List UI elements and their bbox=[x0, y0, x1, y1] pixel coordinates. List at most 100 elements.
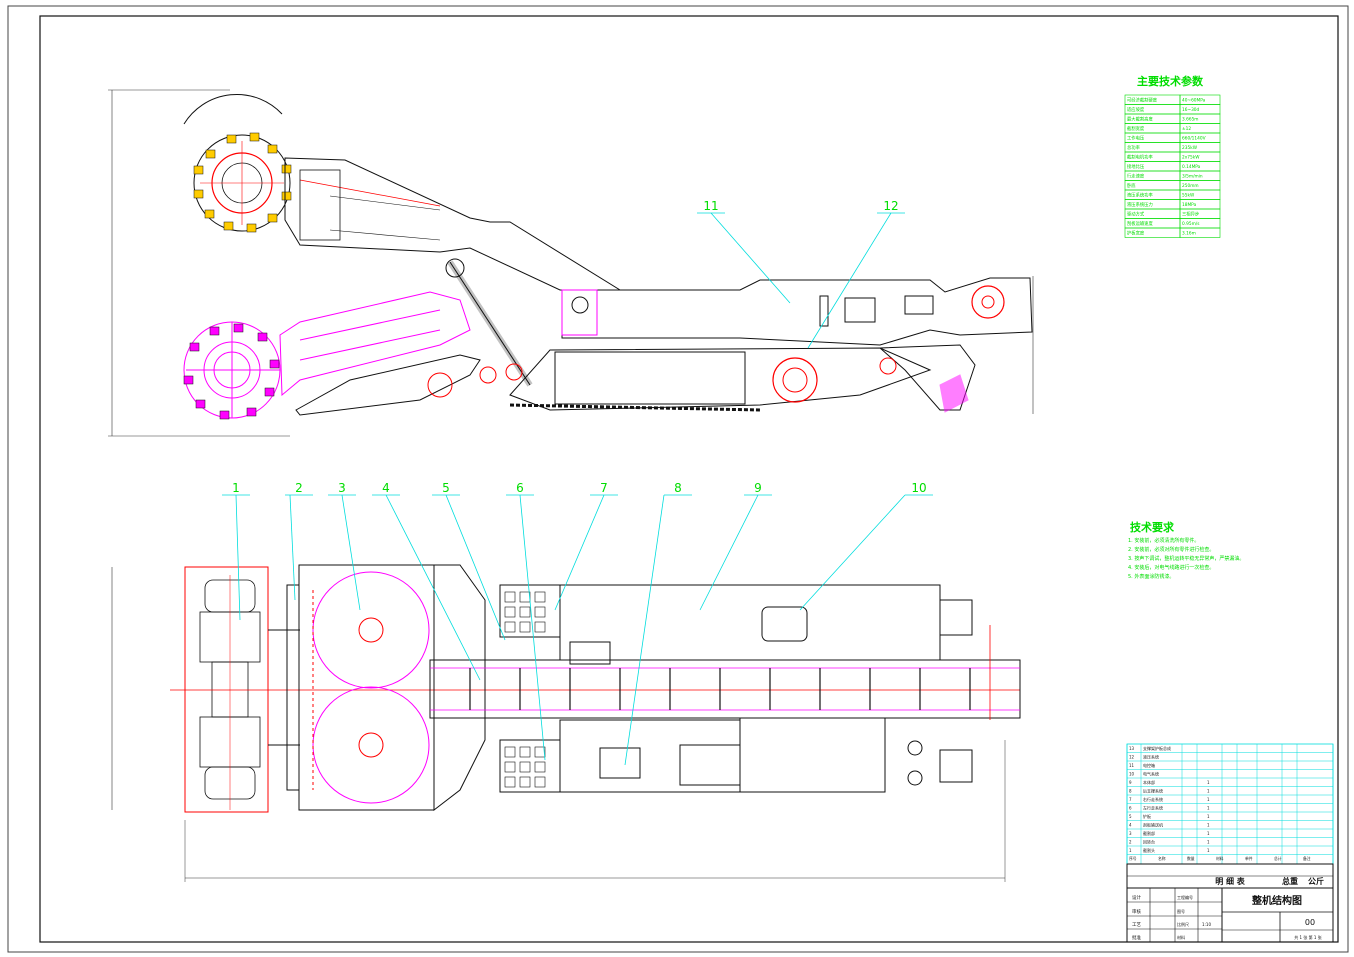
tech-req-item-3: 3. 按声下调试，整机运转平稳无异常声，严禁漏油。 bbox=[1128, 555, 1244, 562]
bom-qty: 1 bbox=[1207, 789, 1210, 794]
bom-qty: 1 bbox=[1207, 814, 1210, 819]
param-value: 235kW bbox=[1182, 145, 1198, 151]
param-name: 总功率 bbox=[1127, 144, 1141, 151]
param-name: 可经济截割硬度 bbox=[1127, 97, 1158, 104]
callout-6: 6 bbox=[516, 481, 524, 495]
callout-5: 5 bbox=[442, 481, 450, 495]
bom-index: 3 bbox=[1129, 831, 1132, 836]
param-name: 截割电机功率 bbox=[1127, 154, 1153, 161]
bom-qty: 1 bbox=[1207, 780, 1210, 785]
callout-leaders bbox=[222, 212, 933, 766]
bom-name: 后支撑系统 bbox=[1143, 788, 1163, 794]
tech-req-item-2: 2. 安装前，必须对所有零件进行检查。 bbox=[1128, 546, 1214, 553]
unit-label: 公斤 bbox=[1308, 876, 1324, 886]
callout-1: 1 bbox=[232, 481, 240, 495]
list-title: 明 细 表 bbox=[1215, 876, 1246, 886]
tech-req-item-4: 4. 安装后，对电气线路进行一次检查。 bbox=[1128, 564, 1214, 571]
param-value: 16~30d bbox=[1182, 107, 1200, 113]
bom-header-cell: 数量 bbox=[1187, 856, 1195, 861]
bom-index: 4 bbox=[1129, 823, 1132, 828]
title-block: 明 细 表 总重 公斤 整机结构图 00 共 1 张 第 1 张 设计 审核 工… bbox=[1126, 863, 1334, 943]
field-scale: 比例尺 bbox=[1177, 921, 1189, 927]
role-review: 审核 bbox=[1132, 908, 1141, 915]
bom-index: 2 bbox=[1129, 840, 1132, 845]
role-process: 工艺 bbox=[1132, 922, 1141, 928]
field-project: 工程编号 bbox=[1177, 894, 1193, 900]
param-value: ±12 bbox=[1182, 126, 1191, 132]
bom-name: 铲板 bbox=[1143, 813, 1151, 819]
param-value: 3.16m bbox=[1182, 231, 1196, 237]
callout-11: 11 bbox=[703, 199, 718, 213]
bom-index: 13 bbox=[1129, 746, 1135, 751]
bom-name: 截割头 bbox=[1143, 847, 1155, 853]
bom-index: 8 bbox=[1129, 789, 1132, 794]
bom-qty: 1 bbox=[1207, 806, 1210, 811]
param-value: 40~60MPa bbox=[1182, 98, 1206, 104]
param-value: 18MPa bbox=[1182, 202, 1197, 208]
bom-header-cell: 名称 bbox=[1158, 856, 1166, 861]
scale-value: 1:10 bbox=[1202, 922, 1211, 927]
bom-qty: 1 bbox=[1207, 840, 1210, 845]
plan-view bbox=[111, 564, 1021, 882]
bom-name: 电气系统 bbox=[1143, 771, 1159, 777]
callout-8: 8 bbox=[674, 481, 682, 495]
drawing-number: 00 bbox=[1305, 918, 1315, 927]
bom-header-cell: 材料 bbox=[1216, 856, 1224, 861]
bom-index: 1 bbox=[1129, 848, 1132, 853]
bom-name: 刮板输送机 bbox=[1143, 822, 1163, 828]
param-name: 液压系统压力 bbox=[1127, 201, 1153, 208]
bom-qty: 1 bbox=[1207, 831, 1210, 836]
outer-border bbox=[7, 5, 1349, 953]
bom-qty: 1 bbox=[1207, 797, 1210, 802]
bom-header-cell: 备注 bbox=[1303, 856, 1311, 861]
bom-header-cell: 单件 bbox=[1245, 856, 1253, 861]
role-approve: 批准 bbox=[1132, 934, 1141, 941]
param-value: 0.95m/s bbox=[1182, 221, 1200, 227]
tech-req-item-1: 1. 安装前，必须清洗所有零件。 bbox=[1128, 537, 1199, 544]
param-value: 250mm bbox=[1182, 183, 1199, 189]
total-weight-label: 总重 bbox=[1282, 876, 1298, 886]
callout-10: 10 bbox=[911, 481, 926, 495]
callout-labels: 1 2 3 4 5 6 7 8 9 10 11 12 bbox=[232, 199, 926, 495]
param-name: 液压系统功率 bbox=[1127, 192, 1153, 199]
sheet-count: 共 1 张 第 1 张 bbox=[1294, 934, 1321, 940]
bom-index: 6 bbox=[1129, 806, 1132, 811]
param-name: 护板宽度 bbox=[1127, 230, 1145, 237]
bom-index: 11 bbox=[1129, 763, 1135, 768]
field-drawing-no: 图号 bbox=[1177, 908, 1185, 914]
bom-qty: 1 bbox=[1207, 848, 1210, 853]
bom-name: 右行走系统 bbox=[1143, 796, 1163, 802]
param-name: 截割宽度 bbox=[1127, 125, 1145, 132]
bom-header-cell: 序号 bbox=[1129, 856, 1137, 861]
bom-index: 7 bbox=[1129, 797, 1132, 802]
bom-name: 回转台 bbox=[1143, 839, 1155, 845]
param-value: 三相异步 bbox=[1182, 211, 1200, 218]
drawing-title: 整机结构图 bbox=[1251, 894, 1302, 907]
param-name: 行走速度 bbox=[1127, 173, 1145, 180]
param-name: 接地比压 bbox=[1127, 163, 1145, 170]
bom-name: 截割部 bbox=[1143, 830, 1155, 836]
bom-name: 液压系统 bbox=[1143, 754, 1159, 760]
param-value: 55kW bbox=[1182, 193, 1195, 199]
callout-4: 4 bbox=[382, 481, 390, 495]
bom-index: 12 bbox=[1129, 755, 1135, 760]
callout-2: 2 bbox=[295, 481, 303, 495]
bom-name: 电控箱 bbox=[1143, 762, 1155, 768]
role-design: 设计 bbox=[1132, 894, 1141, 901]
param-value: 0.14MPa bbox=[1182, 164, 1201, 170]
callout-7: 7 bbox=[600, 481, 608, 495]
tech-req-title: 技术要求 bbox=[1130, 520, 1175, 534]
bom-index: 10 bbox=[1129, 772, 1135, 777]
param-name: 最大截割高度 bbox=[1127, 116, 1153, 123]
param-value: 660/1140V bbox=[1182, 136, 1206, 142]
param-name: 刮板运输速度 bbox=[1127, 220, 1153, 227]
bom-name: 支撑架护板总成 bbox=[1143, 745, 1171, 751]
param-value: 3/5m/min bbox=[1182, 174, 1203, 180]
bom-index: 9 bbox=[1129, 780, 1132, 785]
bom-index: 5 bbox=[1129, 814, 1132, 819]
